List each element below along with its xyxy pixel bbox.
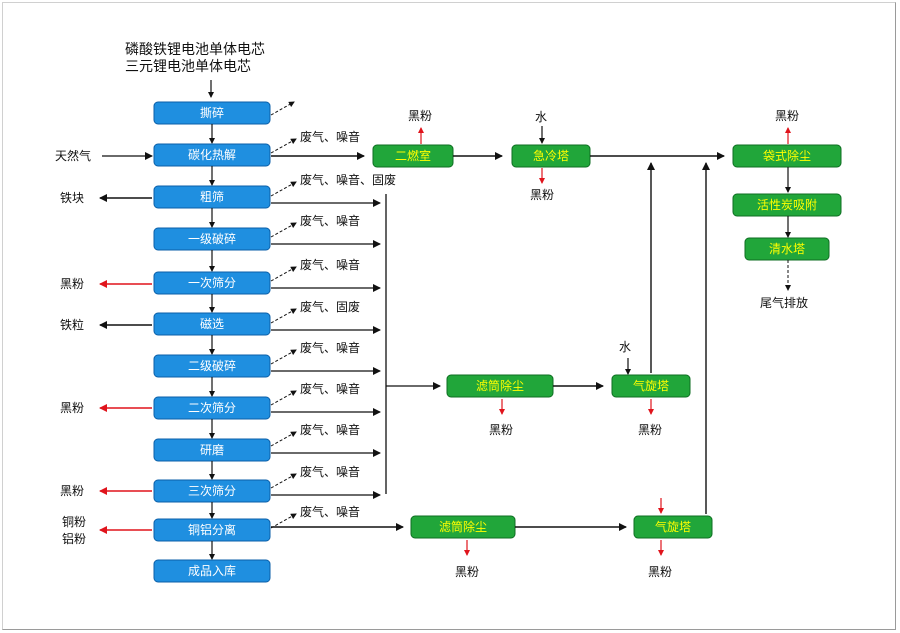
step-storage-box: 成品入库	[153, 559, 271, 583]
step-label: 二次筛分	[188, 400, 236, 415]
step-label: 碳化热解	[188, 148, 236, 162]
emission-crush2-label: 废气、噪音	[300, 340, 360, 355]
cyclone2-powder-label: 黑粉	[648, 565, 672, 579]
title-line2: 三元锂电池单体电芯	[125, 59, 251, 75]
unit-label: 急冷塔	[533, 148, 569, 163]
step-box-shape	[153, 559, 271, 583]
emission-crush2-arrow	[270, 349, 297, 365]
step-label: 一次筛分	[188, 275, 236, 290]
emission-crush1-label: 废气、噪音	[300, 213, 360, 228]
unit-label: 气旋塔	[655, 519, 691, 534]
unit-box-shape	[611, 374, 691, 398]
step-label: 一级破碎	[188, 231, 236, 246]
step-grinding-box: 研磨	[153, 438, 271, 462]
emission-grind-label: 废气、噪音	[300, 422, 360, 437]
emission-coarse-arrow	[270, 181, 297, 197]
bag-powder-label: 黑粉	[775, 109, 799, 123]
quench-powder-label: 黑粉	[530, 188, 554, 202]
emission-labels: 废气、噪音废气、噪音、固废废气、噪音废气、噪音废气、固废废气、噪音废气、噪音废气…	[270, 129, 396, 529]
step-cu-al-separation-box: 铜铝分离	[153, 518, 271, 542]
cartridge2-powder-label: 黑粉	[455, 565, 479, 579]
step-screen-3-box: 三次筛分	[153, 479, 271, 503]
emission-grind-arrow	[270, 431, 297, 447]
step-secondary-crush-box: 二级破碎	[153, 354, 271, 378]
exhaust-label: 尾气排放	[760, 295, 808, 310]
cartridge1-powder-label: 黑粉	[489, 423, 513, 437]
emission-screen3-arrow	[270, 473, 297, 489]
unit-box-shape	[744, 237, 830, 261]
emission-coarse-label: 废气、噪音、固废	[300, 172, 396, 187]
iron-granule-label: 铁粒	[60, 317, 84, 332]
emission-magnetic-label: 废气、固废	[300, 299, 360, 314]
unit-label: 袋式除尘	[763, 148, 811, 163]
unit-cyclone-2-box: 气旋塔	[633, 515, 713, 539]
natural-gas-label: 天然气	[55, 148, 91, 163]
aluminum-powder-label: 铝粉	[62, 531, 86, 546]
step-label: 撕碎	[200, 105, 224, 120]
step-pyrolysis-box: 碳化热解	[153, 143, 271, 167]
emission-screen3-label: 废气、噪音	[300, 464, 360, 479]
black-powder-2-label: 黑粉	[60, 401, 84, 415]
water-2-label: 水	[619, 340, 631, 354]
unit-label: 滤筒除尘	[439, 519, 487, 534]
unit-box-shape	[732, 193, 842, 217]
title-line1: 磷酸铁锂电池单体电芯	[125, 42, 265, 58]
step-magnetic-box: 磁选	[153, 312, 271, 336]
step-shred-box: 撕碎	[153, 101, 271, 125]
unit-cyclone-1-box: 气旋塔	[611, 374, 691, 398]
unit-secondary-combustion-box: 二燃室	[372, 144, 454, 168]
unit-water-tower-box: 清水塔	[744, 237, 830, 261]
black-powder-3-label: 黑粉	[60, 484, 84, 498]
step-label: 成品入库	[188, 563, 236, 578]
emission-separation-arrow	[270, 513, 297, 529]
unit-activated-carbon-box: 活性炭吸附	[732, 193, 842, 217]
unit-label: 活性炭吸附	[757, 198, 817, 212]
unit-box-shape	[732, 144, 842, 168]
emission-screen2-arrow	[270, 390, 297, 406]
treatment-units: 二燃室急冷塔袋式除尘活性炭吸附清水塔滤筒除尘气旋塔滤筒除尘气旋塔	[372, 144, 842, 539]
step-label: 二级破碎	[188, 358, 236, 373]
unit-label: 气旋塔	[633, 378, 669, 393]
unit-box-shape	[633, 515, 713, 539]
unit-quench-tower-box: 急冷塔	[511, 144, 591, 168]
emission-screen2-label: 废气、噪音	[300, 381, 360, 396]
unit-label: 清水塔	[769, 242, 805, 256]
emission-separation-label: 废气、噪音	[300, 504, 360, 519]
step-screen-1-box: 一次筛分	[153, 271, 271, 295]
step-coarse-screen-box: 粗筛	[153, 185, 271, 209]
emission-screen1-arrow	[270, 266, 297, 282]
emission-pyrolysis-label: 废气、噪音	[300, 129, 360, 144]
unit-cartridge-1-box: 滤筒除尘	[446, 374, 554, 398]
unit-bag-dust-box: 袋式除尘	[732, 144, 842, 168]
copper-powder-label: 铜粉	[62, 514, 86, 529]
shredder-emission-arrow	[270, 101, 295, 116]
water-1-label: 水	[535, 110, 547, 124]
emission-magnetic-arrow	[270, 308, 297, 324]
step-label: 研磨	[200, 443, 224, 457]
cyclone1-powder-label: 黑粉	[638, 423, 662, 437]
step-label: 粗筛	[200, 189, 224, 204]
emission-screen1-label: 废气、噪音	[300, 257, 360, 272]
unit-label: 二燃室	[395, 148, 431, 163]
step-primary-crush-box: 一级破碎	[153, 227, 271, 251]
combustion-powder-label: 黑粉	[408, 109, 432, 123]
emission-crush1-arrow	[270, 222, 297, 238]
unit-label: 滤筒除尘	[476, 378, 524, 393]
emission-pyrolysis-arrow	[270, 138, 297, 154]
iron-block-label: 铁块	[60, 191, 84, 205]
unit-cartridge-2-box: 滤筒除尘	[410, 515, 516, 539]
black-powder-1-label: 黑粉	[60, 277, 84, 291]
step-label: 三次筛分	[188, 483, 236, 498]
step-screen-2-box: 二次筛分	[153, 396, 271, 420]
step-label: 磁选	[200, 316, 224, 331]
step-label: 铜铝分离	[188, 522, 236, 537]
